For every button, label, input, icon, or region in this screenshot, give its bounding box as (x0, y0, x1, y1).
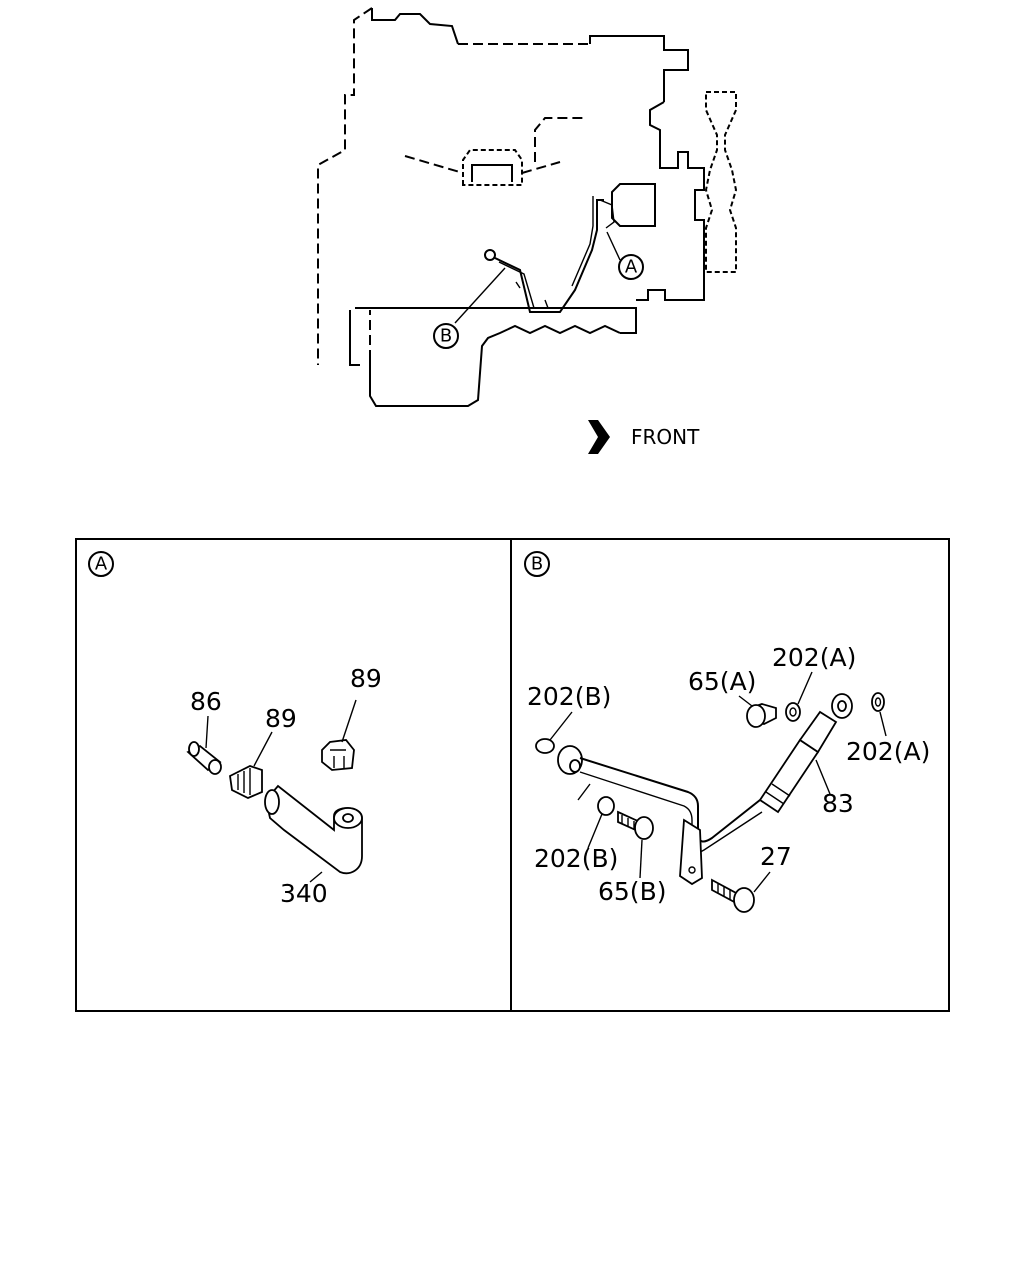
svg-text:B: B (531, 554, 543, 575)
part-27-bolt (711, 878, 755, 913)
front-arrow-icon (588, 420, 610, 454)
part-65b-bolt (617, 810, 654, 840)
label-202b-bottom: 202(B) (534, 844, 618, 873)
svg-text:B: B (440, 326, 452, 347)
part-202a-washer-left (785, 702, 801, 722)
callout-a: A (618, 254, 644, 280)
label-340: 340 (280, 879, 328, 908)
svg-text:A: A (95, 554, 108, 575)
part-89-clip-left (229, 765, 263, 799)
label-89-left: 89 (265, 704, 297, 733)
label-202b-top: 202(B) (527, 682, 611, 711)
label-86: 86 (190, 687, 222, 716)
detail-panels-frame (75, 538, 950, 1012)
part-202b-washer-top (535, 738, 555, 754)
panel-a: A 86 89 89 340 (88, 551, 382, 908)
label-65b: 65(B) (598, 877, 666, 906)
part-86-connector (186, 741, 222, 775)
label-65a: 65(A) (688, 667, 756, 696)
label-202a-right: 202(A) (846, 737, 930, 766)
panel-a-badge (88, 551, 114, 577)
front-label: FRONT (631, 425, 700, 449)
part-65a-bolt (746, 703, 777, 728)
callout-b: B (433, 323, 459, 349)
part-340-elbow-hose (264, 784, 363, 875)
part-89-clip-right (321, 739, 355, 771)
panel-b-badge (524, 551, 550, 577)
label-27: 27 (760, 842, 792, 871)
label-83: 83 (822, 789, 854, 818)
part-202b-washer-bottom (597, 796, 615, 816)
front-direction-indicator: FRONT (588, 420, 700, 454)
part-83-oil-pipe (557, 693, 853, 886)
svg-text:A: A (625, 257, 638, 278)
part-202a-washer-right (871, 692, 885, 712)
label-89-right: 89 (350, 664, 382, 693)
label-202a-top: 202(A) (772, 643, 856, 672)
panel-b: B (524, 551, 930, 913)
engine-outline (317, 7, 738, 407)
